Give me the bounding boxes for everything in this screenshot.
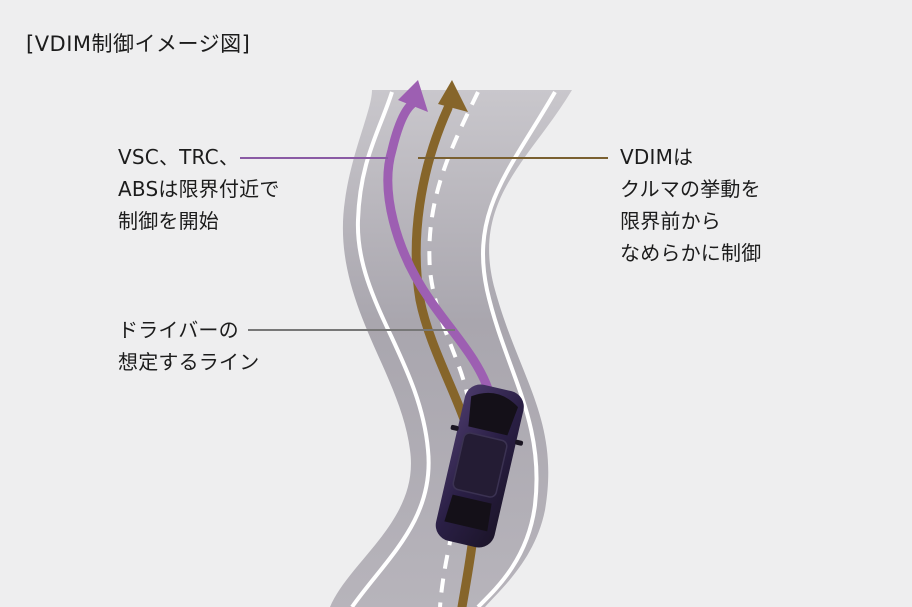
label-line: VSC、TRC、 — [118, 145, 240, 169]
label-line: 制御を開始 — [118, 209, 219, 233]
vdim-label: VDIMは クルマの挙動を 限界前から なめらかに制御 — [620, 141, 761, 269]
label-line: 想定するライン — [118, 350, 260, 374]
road-edge-right — [476, 91, 557, 607]
vsc-trc-abs-path — [383, 99, 495, 400]
label-line: ABSは限界付近で — [118, 177, 280, 201]
label-line: 限界前から — [620, 209, 721, 233]
car-icon — [435, 384, 524, 548]
vsc-trc-abs-arrowhead — [398, 80, 428, 112]
label-line: VDIMは — [620, 145, 694, 169]
vdim-arrowhead — [438, 80, 468, 112]
diagram-title: [VDIM制御イメージ図] — [26, 32, 251, 56]
vsc-trc-abs-label: VSC、TRC、 ABSは限界付近で 制御を開始 — [118, 141, 280, 237]
road-edge-left — [350, 91, 431, 607]
driver-line-label: ドライバーの 想定するライン — [118, 314, 259, 378]
label-line: ドライバーの — [118, 318, 239, 342]
label-line: なめらかに制御 — [620, 241, 762, 265]
label-line: クルマの挙動を — [620, 177, 761, 201]
